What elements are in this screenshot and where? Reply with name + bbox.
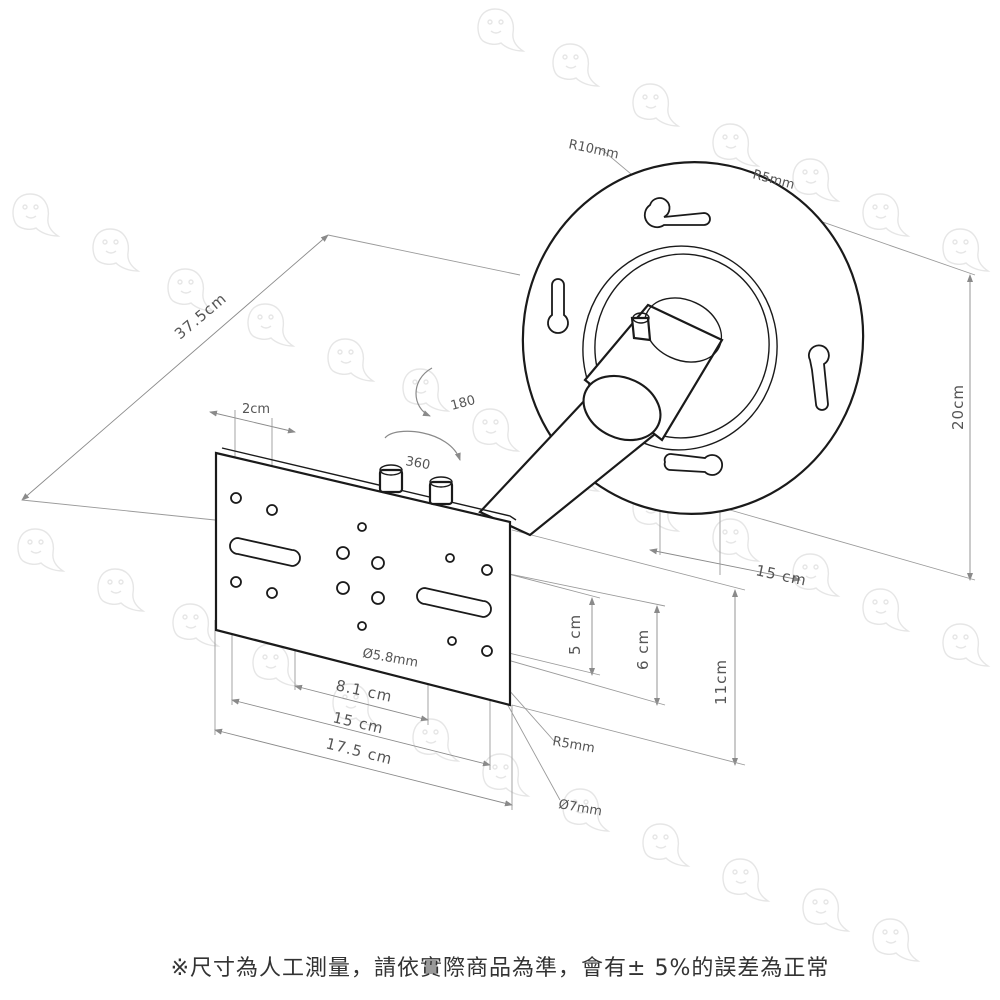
plate-hole xyxy=(357,621,367,631)
screw-icon xyxy=(371,591,385,605)
plate-slot xyxy=(416,587,492,618)
plate-hole xyxy=(357,522,367,532)
keyhole-slot xyxy=(547,278,569,334)
plate-hole xyxy=(230,576,242,588)
plate-hole xyxy=(266,504,278,516)
label-hole-spacing-5: 5 cm xyxy=(566,614,584,655)
measurement-note: ※尺寸為人工測量，請依實際商品為準，會有± 5%的誤差為正常 xyxy=(170,956,830,981)
support-pole xyxy=(478,297,724,537)
label-plate-width: 17.5 cm xyxy=(324,734,394,768)
screw-icon xyxy=(336,581,350,595)
screw-icon xyxy=(371,556,385,570)
keyhole-slot xyxy=(643,197,711,229)
ghost-watermark-icons xyxy=(12,8,989,962)
screw-icon xyxy=(336,546,350,560)
plate-slot xyxy=(229,537,301,567)
label-slot-width: 2cm xyxy=(242,402,270,417)
keyhole-slot xyxy=(807,344,830,411)
label-disc-height: 20cm xyxy=(949,384,967,430)
label-spacing-81: 8.1 cm xyxy=(334,676,394,706)
label-rotation-180: 180 xyxy=(449,393,477,414)
label-disc-offset: 15 cm xyxy=(754,561,808,589)
label-hole-spacing-6: 6 cm xyxy=(634,629,652,670)
label-rotation-360: 360 xyxy=(404,454,431,473)
label-overall-length: 37.5cm xyxy=(171,289,230,343)
mounting-plate xyxy=(214,447,517,707)
label-r5-bottom: R5mm xyxy=(551,734,596,756)
plate-hole xyxy=(447,636,457,646)
label-spacing-15: 15 cm xyxy=(331,708,385,737)
keyhole-slot xyxy=(663,453,724,476)
plate-hole xyxy=(230,492,242,504)
plate-hole xyxy=(481,564,493,576)
label-hole-dia-7: Ø7mm xyxy=(557,797,603,819)
plate-hole xyxy=(481,645,493,657)
rotation-arrow-icon xyxy=(384,367,461,461)
label-plate-height: 11cm xyxy=(712,659,730,705)
label-r10: R10mm xyxy=(567,137,620,162)
plate-hole xyxy=(445,553,455,563)
plate-hole xyxy=(266,587,278,599)
